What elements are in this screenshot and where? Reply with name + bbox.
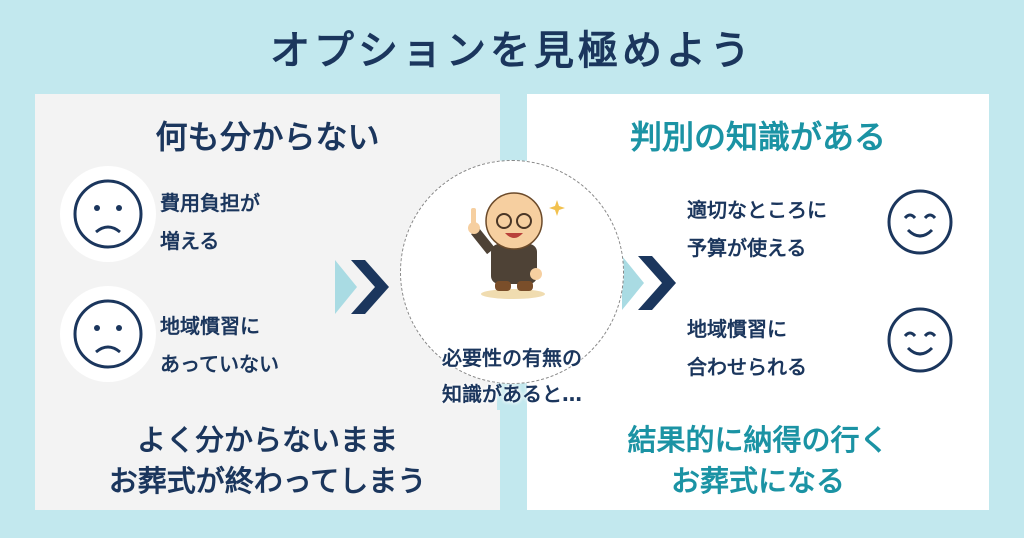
conclusion-line: お葬式になる <box>670 464 845 498</box>
connector <box>497 380 525 410</box>
sad-face-icon <box>60 286 156 382</box>
arrow-right-icon <box>622 256 676 310</box>
item-text: 地域慣習に <box>687 317 787 341</box>
left-heading: 何も分からない <box>155 118 380 156</box>
left-item-1: 費用負担が増える <box>160 184 260 260</box>
arrow-right-icon <box>335 260 389 314</box>
item-text: 地域慣習に <box>160 314 260 338</box>
center-circle <box>400 160 624 384</box>
item-text: 増える <box>160 229 220 253</box>
smile-face-icon <box>872 174 968 274</box>
item-text: あっていない <box>160 352 279 376</box>
sad-face-icon <box>60 166 156 262</box>
page-title: オプションを見極めよう <box>270 28 754 74</box>
right-conclusion: 結果的に納得の行くお葬式になる <box>527 420 989 502</box>
right-item-1: 適切なところに予算が使える <box>687 191 827 267</box>
conclusion-line: よく分からないまま <box>136 423 398 457</box>
left-conclusion: よく分からないままお葬式が終わってしまう <box>35 420 500 502</box>
conclusion-line: 結果的に納得の行く <box>627 423 889 457</box>
left-item-2: 地域慣習にあっていない <box>160 307 279 383</box>
conclusion-line: お葬式が終わってしまう <box>108 464 427 498</box>
right-panel: 判別の知識がある 適切なところに予算が使える 地域慣習に合わせられる 結果的に納… <box>527 94 989 510</box>
right-item-2: 地域慣習に合わせられる <box>687 310 807 386</box>
item-text: 適切なところに <box>687 198 827 222</box>
center-caption: 必要性の有無の知識があると… <box>400 340 624 412</box>
caption-line: 知識があると… <box>442 382 582 406</box>
monk-character-icon <box>468 192 565 299</box>
item-text: 合わせられる <box>687 355 807 379</box>
caption-line: 必要性の有無の <box>442 346 582 370</box>
right-heading: 判別の知識がある <box>629 118 886 156</box>
smile-face-icon <box>872 292 968 392</box>
item-text: 予算が使える <box>687 236 807 260</box>
item-text: 費用負担が <box>160 191 260 215</box>
